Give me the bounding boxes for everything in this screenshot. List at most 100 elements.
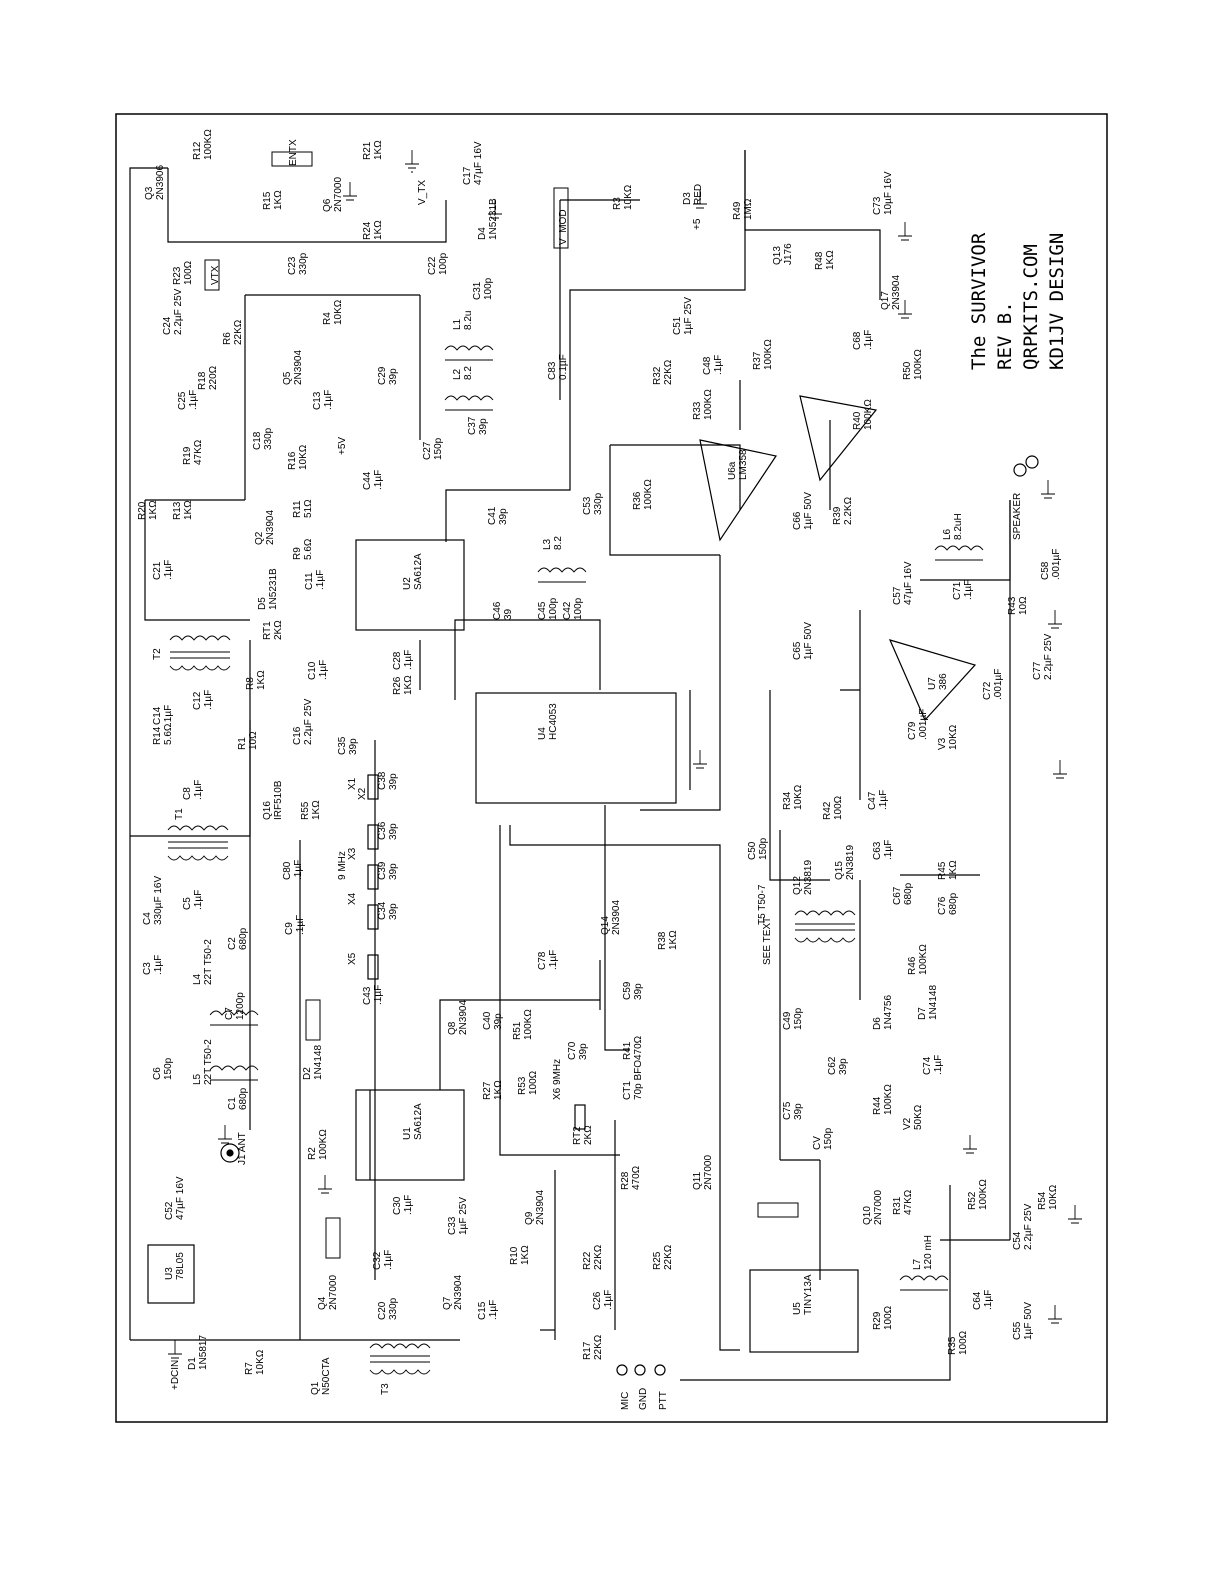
resistors-r48-value: 1KΩ: [825, 250, 836, 270]
trimmers-rt1-ref: RT1: [262, 621, 273, 640]
resistors-r23-ref: R23: [172, 266, 183, 285]
inductors-l4-ref: L4: [192, 973, 203, 985]
resistors-r45-value: 1KΩ: [948, 860, 959, 880]
resistors-r54-value: 10KΩ: [1048, 1184, 1059, 1210]
crystal-x2-label: X2: [357, 787, 368, 800]
capacitors-c23-ref: C23: [287, 256, 298, 275]
capacitors-c65-ref: C65: [792, 641, 803, 660]
resistors-r42-value: 100Ω: [833, 795, 844, 820]
ic-blocks: [147, 395, 977, 1353]
capacitors-c71-value: .1µF: [963, 580, 974, 600]
capacitors-c54-ref: C54: [1012, 1231, 1023, 1250]
inductor-l3: [537, 567, 587, 583]
sheet-border: [115, 113, 1108, 1423]
inductors-l7-ref: L7: [912, 1258, 923, 1270]
capacitors-c5-value: .1µF: [193, 890, 204, 910]
resistors-r20-value: 1KΩ: [148, 500, 159, 520]
resistors-r51-ref: R51: [512, 1021, 523, 1040]
resistors-r29-value: 100Ω: [883, 1305, 894, 1330]
capacitors-c67-ref: C67: [892, 886, 903, 905]
capacitors-c42-value: 100p: [573, 597, 584, 620]
inductors-l3-ref: L3: [542, 538, 553, 550]
resistors-r18-ref: R18: [197, 371, 208, 390]
ic-u4-body: [475, 692, 677, 804]
capacitors-c39-ref: C39: [377, 861, 388, 880]
resistors-r25-ref: R25: [652, 1251, 663, 1270]
capacitors-c22-value: 100p: [438, 252, 449, 275]
capacitors-c3-value: .1µF: [153, 955, 164, 975]
resistors-r49-ref: R49: [732, 201, 743, 220]
diodes-d3-value: RED: [693, 184, 704, 205]
resistors-r33-ref: R33: [692, 401, 703, 420]
capacitors-c72-ref: C72: [982, 681, 993, 700]
capacitors-c33-value: 1µF 25V: [458, 1197, 469, 1235]
capacitors-c36-ref: C36: [377, 821, 388, 840]
capacitors-c44-value: .1µF: [373, 470, 384, 490]
net-label-8: SEE TEXT: [762, 917, 773, 965]
resistors-r35-value: 100Ω: [958, 1330, 969, 1355]
speaker-terminal-1: [1013, 463, 1027, 477]
capacitors-c37-ref: C37: [467, 416, 478, 435]
resistors-r28-value: 470Ω: [631, 1165, 642, 1190]
transistors-q6-value: 2N7000: [333, 177, 344, 212]
transistors-q8-ref: Q8: [447, 1021, 458, 1035]
resistors-r20-ref: R20: [137, 501, 148, 520]
resistors-r44-ref: R44: [872, 1096, 883, 1115]
resistors-r44-value: 100KΩ: [883, 1084, 894, 1115]
resistors-r38-value: 1KΩ: [668, 930, 679, 950]
capacitors-c18-value: 330p: [263, 427, 274, 450]
trimmers-cv-value: 150p: [823, 1127, 834, 1150]
capacitors-c4-value: 330µF 16V: [153, 876, 164, 925]
capacitors-c74-value: .1µF: [933, 1055, 944, 1075]
title-line-4: KD1JV DESIGN: [1046, 233, 1068, 370]
resistors-r24-ref: R24: [362, 221, 373, 240]
net-label-5: +5V: [337, 437, 348, 455]
capacitors-c70-ref: C70: [567, 1041, 578, 1060]
capacitors-c77-value: 2.2µF 25V: [1043, 633, 1054, 680]
magnetics: [167, 345, 984, 1375]
capacitors-c50-value: 150p: [758, 837, 769, 860]
capacitors-c28-ref: C28: [392, 651, 403, 670]
diodes-d7-value: 1N4148: [928, 985, 939, 1020]
diodes-d2-value: 1N4148: [313, 1045, 324, 1080]
capacitors-c45-ref: C45: [537, 601, 548, 620]
capacitors-c25-ref: C25: [177, 391, 188, 410]
resistors-r9-value: 5.6Ω: [303, 538, 314, 560]
capacitors-c80-ref: C80: [282, 861, 293, 880]
capacitors-c23-value: 330p: [298, 252, 309, 275]
resistors-r25-value: 22KΩ: [663, 1244, 674, 1270]
transistors-q13-ref: Q13: [772, 246, 783, 265]
capacitors-c42-ref: C42: [562, 601, 573, 620]
resistors-r2-value: 100KΩ: [318, 1129, 329, 1160]
trimmers-ct1-ref: CT1: [622, 1081, 633, 1100]
ics-u7-value: 386: [938, 673, 949, 690]
transistors-q5-ref: Q5: [282, 371, 293, 385]
ics-u1-ref: U1: [402, 1127, 413, 1140]
transistors-q15-value: 2N3819: [845, 845, 856, 880]
diodes-d7-ref: D7: [917, 1007, 928, 1020]
transistors-q1-ref: Q1: [310, 1381, 321, 1395]
title-block: The SURVIVOR REV B. QRPKITS.COM KD1JV DE…: [968, 232, 1068, 370]
capacitors-c29-value: 39p: [388, 368, 399, 385]
resistors-r34-ref: R34: [782, 791, 793, 810]
inductors-l2-ref: L2: [452, 368, 463, 380]
capacitors-c62-value: 39p: [838, 1058, 849, 1075]
crystal-x4-label: X4: [347, 892, 358, 905]
net-label-2: VTX: [210, 265, 221, 285]
capacitors-c79-ref: C79: [907, 721, 918, 740]
ics-u1-value: SA612A: [413, 1103, 424, 1140]
capacitors-c18-ref: C18: [252, 431, 263, 450]
resistors-r52-value: 100KΩ: [978, 1179, 989, 1210]
resistors-r9-ref: R9: [292, 547, 303, 560]
resistors-r16-ref: R16: [287, 451, 298, 470]
resistors-r40-value: 100KΩ: [863, 399, 874, 430]
diodes-d2-ref: D2: [302, 1067, 313, 1080]
transistors-q17-ref: Q17: [880, 291, 891, 310]
opamp-u6b-body: [799, 395, 878, 482]
capacitors-c64-value: .1µF: [983, 1290, 994, 1310]
capacitors-c38-ref: C38: [377, 771, 388, 790]
transistors-q4-value: 2N7000: [328, 1275, 339, 1310]
opamp-u6a-body: [699, 439, 777, 542]
inductors-l5-ref: L5: [192, 1073, 203, 1085]
